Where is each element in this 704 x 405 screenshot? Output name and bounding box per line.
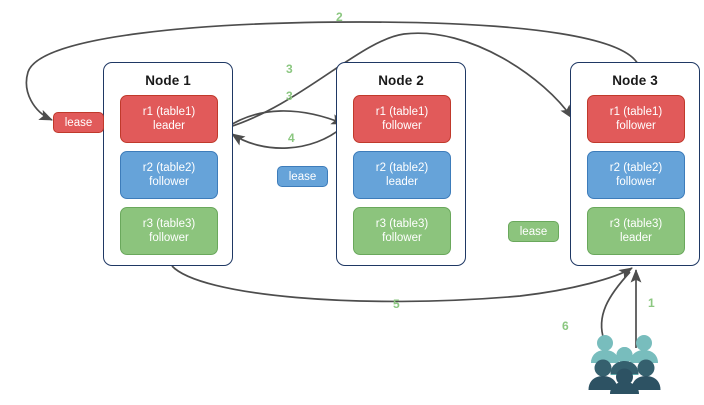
edge-label-5: 5 (393, 297, 400, 311)
node-1-replica-r1[interactable]: r1 (table1) leader (120, 95, 218, 143)
edge-label-4: 4 (288, 131, 295, 145)
node-2-replica-r3-name: r3 (table3) (375, 218, 429, 230)
node-1-replica-r1-role: leader (153, 120, 185, 132)
node-3-replica-r1-role: follower (616, 120, 656, 132)
node-1-replica-r2-name: r2 (table2) (142, 162, 196, 174)
lease-badge-blue[interactable]: lease (277, 166, 328, 187)
node-1-title: Node 1 (145, 73, 191, 88)
node-1-replica-r3-name: r3 (table3) (142, 218, 196, 230)
node-3-replica-r2-role: follower (616, 176, 656, 188)
node-3-replica-r1[interactable]: r1 (table1) follower (587, 95, 685, 143)
node-1-replica-r2-role: follower (149, 176, 189, 188)
edge-label-3a: 3 (286, 62, 293, 76)
node-2-replica-r3-role: follower (382, 232, 422, 244)
edge-label-3b: 3 (286, 89, 293, 103)
node-2-replica-r1[interactable]: r1 (table1) follower (353, 95, 451, 143)
users-icon (586, 332, 666, 394)
node-3-replica-r3[interactable]: r3 (table3) leader (587, 207, 685, 255)
node-2-replica-r1-name: r1 (table1) (375, 106, 429, 118)
node-1-replica-r1-name: r1 (table1) (142, 106, 196, 118)
node-3-replica-r2[interactable]: r2 (table2) follower (587, 151, 685, 199)
node-2-title: Node 2 (378, 73, 424, 88)
edge-label-2: 2 (336, 10, 343, 24)
node-3-replica-r1-name: r1 (table1) (609, 106, 663, 118)
node-3-replica-r3-name: r3 (table3) (609, 218, 663, 230)
node-1-replica-r3-role: follower (149, 232, 189, 244)
lease-badge-green[interactable]: lease (508, 221, 559, 242)
node-2[interactable]: Node 2 r1 (table1) follower r2 (table2) … (336, 62, 466, 266)
node-2-replica-r1-role: follower (382, 120, 422, 132)
node-1[interactable]: Node 1 r1 (table1) leader r2 (table2) fo… (103, 62, 233, 266)
node-2-replica-r3[interactable]: r3 (table3) follower (353, 207, 451, 255)
node-2-replica-r2[interactable]: r2 (table2) leader (353, 151, 451, 199)
node-3-replica-r3-role: leader (620, 232, 652, 244)
node-3[interactable]: Node 3 r1 (table1) follower r2 (table2) … (570, 62, 700, 266)
edge-label-6: 6 (562, 319, 569, 333)
node-1-replica-r2[interactable]: r2 (table2) follower (120, 151, 218, 199)
node-1-replica-r3[interactable]: r3 (table3) follower (120, 207, 218, 255)
edge-label-1: 1 (648, 296, 655, 310)
node-3-title: Node 3 (612, 73, 658, 88)
lease-badge-red[interactable]: lease (53, 112, 104, 133)
edge-5-path (171, 265, 633, 303)
edge-3b-path (225, 110, 345, 129)
node-2-replica-r2-role: leader (386, 176, 418, 188)
node-3-replica-r2-name: r2 (table2) (609, 162, 663, 174)
node-2-replica-r2-name: r2 (table2) (375, 162, 429, 174)
